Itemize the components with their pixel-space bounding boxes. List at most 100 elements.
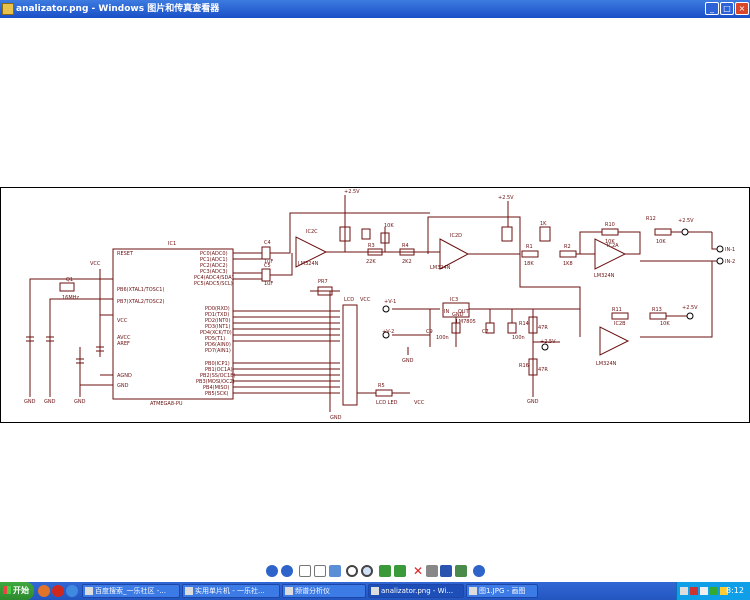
taskbar-item-active[interactable]: analizator.png - Wi...: [368, 584, 464, 598]
schematic-label: 47R: [538, 325, 548, 331]
taskbar-item[interactable]: 实用单片机 - 一乐社...: [182, 584, 280, 598]
system-tray: [676, 582, 750, 600]
schematic-label: LM324N: [430, 265, 451, 271]
save-icon[interactable]: [440, 565, 452, 577]
schematic-label: PD7(AIN1): [205, 348, 231, 354]
schematic-drawing: IC1 RESET PC0(ADC0) PC1(ADC1) PC2(ADC2) …: [0, 187, 750, 423]
schematic-label: R2: [564, 244, 571, 250]
actual-size-icon[interactable]: [314, 565, 326, 577]
best-fit-icon[interactable]: [299, 565, 311, 577]
schematic-label: R3: [368, 243, 375, 249]
delete-icon[interactable]: ✕: [412, 564, 424, 578]
taskbar-item[interactable]: 频谱分析仪: [282, 584, 366, 598]
schematic-label: AREF: [117, 341, 130, 347]
schematic-label: C4: [264, 240, 271, 246]
schematic-label: PR7: [318, 279, 328, 285]
schematic-label: LCD LED: [376, 400, 398, 406]
schematic-label: R16: [519, 363, 529, 369]
zoom-out-icon[interactable]: [361, 565, 373, 577]
schematic-label: PD5(T1): [205, 336, 225, 342]
ie-icon[interactable]: [66, 585, 78, 597]
schematic-label: 16MHz: [62, 295, 79, 301]
schematic-label: IC1: [168, 241, 176, 247]
window-titlebar[interactable]: analizator.png - Windows 图片和传真查看器 _ □ ×: [0, 0, 750, 18]
network-icon[interactable]: [680, 587, 688, 595]
schematic-label: PC1(ADC1): [200, 257, 228, 263]
minimize-button[interactable]: _: [705, 2, 719, 15]
firefox-icon[interactable]: [38, 585, 50, 597]
taskbar-clock[interactable]: 8:12: [726, 586, 744, 595]
schematic-label: IC3: [450, 297, 458, 303]
schematic-label: C7: [482, 329, 489, 335]
rotate-counterclockwise-icon[interactable]: [394, 565, 406, 577]
schematic-label: 1K: [540, 221, 547, 227]
schematic-label: PD6(AIN0): [205, 342, 231, 348]
schematic-label: GND: [527, 399, 539, 405]
schematic-label: GND: [330, 415, 342, 421]
edit-icon[interactable]: [455, 565, 467, 577]
schematic-label: 100n: [436, 335, 449, 341]
schematic-label: IN-1: [725, 247, 735, 253]
schematic-label: VCC: [90, 261, 101, 267]
schematic-label: 22K: [366, 259, 376, 265]
schematic-label: 18K: [524, 261, 534, 267]
schematic-label: +2.5V: [682, 305, 698, 311]
schematic-label: GND: [24, 399, 36, 405]
start-button[interactable]: 开始: [0, 582, 34, 600]
volume-icon[interactable]: [700, 587, 708, 595]
schematic-label: GND: [74, 399, 86, 405]
schematic-label: C9: [426, 329, 433, 335]
security-icon[interactable]: [710, 587, 718, 595]
schematic-label: PB6(XTAL1/TOSC1): [117, 287, 164, 293]
schematic-label: R12: [646, 216, 656, 222]
schematic-label: 10K: [660, 321, 670, 327]
schematic-label: R4: [402, 243, 409, 249]
rotate-clockwise-icon[interactable]: [379, 565, 391, 577]
zoom-in-icon[interactable]: [346, 565, 358, 577]
schematic-label: GND: [402, 358, 414, 364]
start-label: 开始: [13, 586, 29, 595]
update-icon[interactable]: [720, 587, 728, 595]
schematic-label: PB4(MISO): [203, 385, 229, 391]
schematic-label: 1K8: [563, 261, 573, 267]
schematic-label: R14: [519, 321, 529, 327]
schematic-label: GND: [117, 383, 129, 389]
schematic-label: GND: [452, 312, 464, 318]
schematic-label: PD1(TXD): [205, 312, 229, 318]
schematic-label: PB7(XTAL2/TOSC2): [117, 299, 164, 305]
schematic-label: +2.5V: [498, 195, 514, 201]
schematic-label: IC2C: [306, 229, 318, 235]
schematic-label: PD2(INT0): [205, 318, 230, 324]
schematic-label: AGND: [117, 373, 132, 379]
print-icon[interactable]: [426, 565, 438, 577]
schematic-label: PB0(ICP1): [205, 361, 230, 367]
close-button[interactable]: ×: [735, 2, 749, 15]
schematic-label: R11: [612, 307, 622, 313]
schematic-label: 2K2: [402, 259, 412, 265]
ime-icon[interactable]: [690, 587, 698, 595]
previous-image-icon[interactable]: [266, 565, 278, 577]
schematic-label: 100n: [512, 335, 525, 341]
schematic-label: IC2D: [450, 233, 462, 239]
schematic-label: IC2B: [614, 321, 626, 327]
opera-icon[interactable]: [52, 585, 64, 597]
slideshow-icon[interactable]: [329, 565, 341, 577]
schematic-label: R5: [378, 383, 385, 389]
browser-icon: [185, 587, 193, 595]
schematic-label: IN-2: [725, 259, 735, 265]
browser-icon: [85, 587, 93, 595]
schematic-label: PD3(INT1): [205, 324, 230, 330]
maximize-button[interactable]: □: [720, 2, 734, 15]
next-image-icon[interactable]: [281, 565, 293, 577]
help-icon[interactable]: [473, 565, 485, 577]
taskbar-item[interactable]: 图1.JPG - 画图: [466, 584, 538, 598]
schematic-image: IC1 RESET PC0(ADC0) PC1(ADC1) PC2(ADC2) …: [0, 187, 750, 423]
schematic-label: PB3(MOSI/OC2): [196, 379, 235, 385]
image-viewer-app-icon[interactable]: [2, 3, 14, 15]
taskbar-item[interactable]: 百度搜索_一乐社区 -...: [82, 584, 180, 598]
folder-icon: [285, 587, 293, 595]
image-viewer-icon: [371, 587, 379, 595]
paint-icon: [469, 587, 477, 595]
schematic-label: PC2(ADC2): [200, 263, 228, 269]
window-title: analizator.png - Windows 图片和传真查看器: [16, 4, 220, 14]
